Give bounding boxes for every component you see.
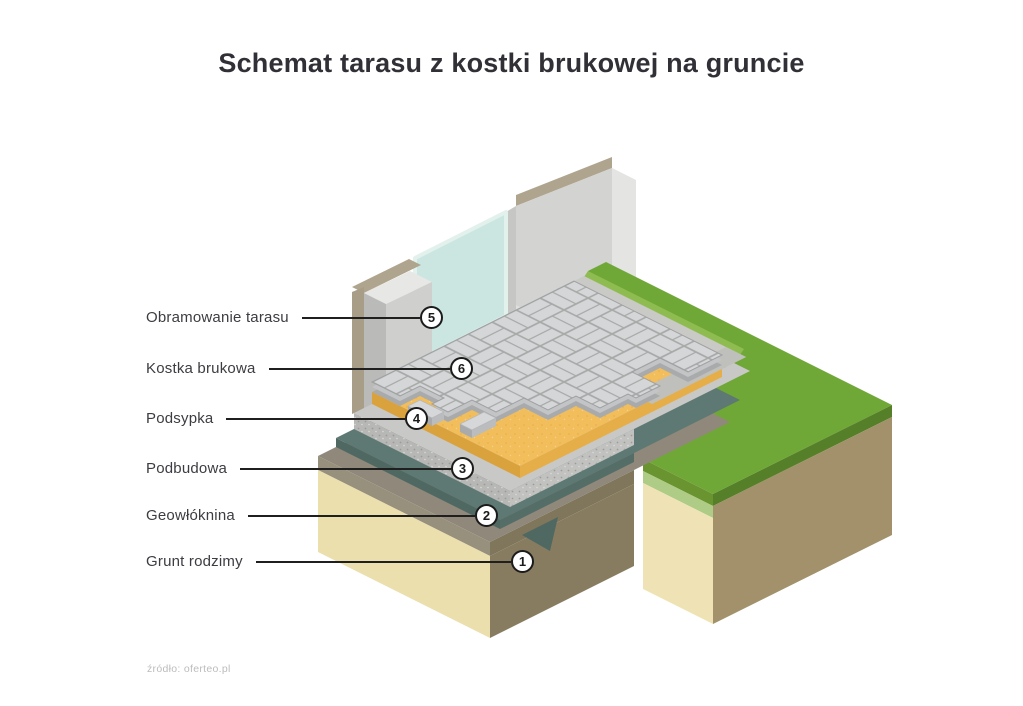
lawn-soil-front-face (643, 483, 713, 624)
callout-label: Geowłóknina (146, 507, 235, 524)
base-course-right-texture (510, 429, 634, 507)
leader-line (268, 367, 450, 370)
callout-kostka-brukowa: Kostka brukowa 6 (146, 356, 473, 381)
grass-cut-band (643, 471, 713, 518)
callout-geowloknina: Geowłóknina 2 (146, 503, 498, 528)
grass-edge-gap (643, 459, 713, 506)
loose-paver-2 (459, 411, 497, 438)
callout-marker-5: 5 (420, 306, 443, 329)
edging-left-band (352, 287, 364, 414)
leader-line (226, 417, 405, 420)
edging-top-face (364, 271, 432, 304)
callout-label: Obramowanie tarasu (146, 309, 289, 326)
source-credit: źródło: oferteo.pl (147, 663, 231, 675)
callout-marker-3: 3 (451, 457, 474, 480)
callout-label: Grunt rodzimy (146, 553, 243, 570)
grass-edge-right (713, 405, 892, 506)
geotextile-right-face (500, 453, 634, 529)
callout-marker-1: 1 (511, 550, 534, 573)
paver-field-outline (370, 280, 724, 413)
callout-label: Podbudowa (146, 460, 228, 477)
callout-grunt-rodzimy: Grunt rodzimy 1 (146, 549, 534, 574)
callout-podbudowa: Podbudowa 3 (146, 456, 474, 481)
callout-marker-6: 6 (450, 357, 473, 380)
callout-marker-2: 2 (475, 504, 498, 527)
geotextile-front-face (336, 438, 500, 529)
base-course-front-texture (354, 413, 510, 507)
wall-top-edge (516, 157, 612, 206)
page-title: Schemat tarasu z kostki brukowej na grun… (218, 48, 805, 78)
callout-marker-4: 4 (405, 407, 428, 430)
leader-line (255, 560, 511, 563)
native-soil-front-band (318, 456, 490, 556)
callout-obramowanie-tarasu: Obramowanie tarasu 5 (146, 305, 443, 330)
callout-podsypka: Podsypka 4 (146, 406, 428, 431)
leader-line (240, 467, 451, 470)
native-soil-right-face (490, 484, 634, 638)
callout-label: Kostka brukowa (146, 360, 256, 377)
leader-line (247, 514, 475, 517)
lawn-soil-right-face (713, 417, 892, 624)
native-soil-front-face (318, 470, 490, 638)
leader-line (301, 316, 420, 319)
callout-label: Podsypka (146, 410, 214, 427)
geotextile-drape (522, 517, 558, 551)
edging-top-stripe (352, 259, 421, 293)
grass-inner-highlight (584, 271, 744, 355)
